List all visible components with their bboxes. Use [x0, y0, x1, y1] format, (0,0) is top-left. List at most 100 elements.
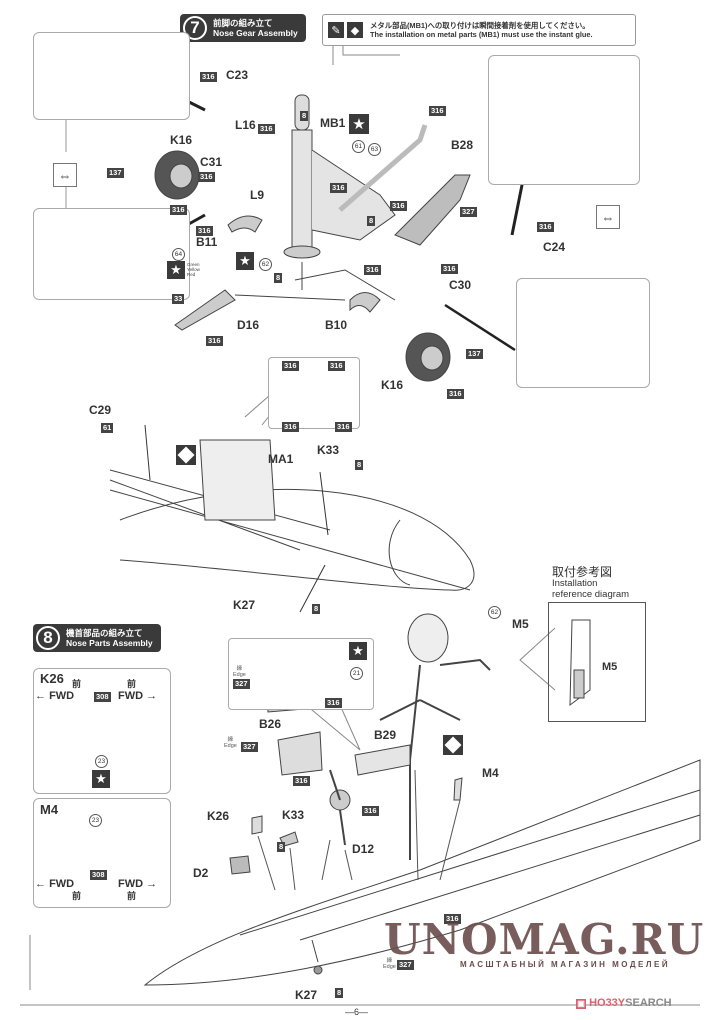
paint-code: 8 [367, 216, 376, 226]
reference-diagram-box [548, 602, 646, 722]
part-label-k33: K33 [317, 443, 340, 457]
part-label-c31: C31 [200, 155, 223, 169]
watermark-subtitle: МАСШТАБНЫЙ МАГАЗИН МОДЕЛЕЙ [460, 960, 671, 969]
legend-red: Red [187, 272, 196, 277]
reference-part-label: M5 [602, 661, 618, 673]
fwd-right-label: FWD → [118, 690, 158, 702]
paint-code: 8 [300, 111, 309, 121]
part-label-c29: C29 [89, 403, 112, 417]
edge-en: Edge [383, 964, 396, 970]
paint-code: 8 [335, 988, 344, 998]
paint-code: 316 [335, 422, 352, 432]
hobbysearch-logo: ▣ HO33YSEARCH [576, 997, 672, 1009]
star-decal-icon: ★ [349, 642, 367, 660]
part-label-k27: K27 [233, 598, 256, 612]
gear-view-panel-top-left [33, 32, 190, 120]
part-label-b28: B28 [451, 138, 474, 152]
paint-legend: Green Yellow Red [187, 262, 200, 277]
decal-number: 21 [350, 667, 363, 680]
paint-code: 8 [312, 604, 321, 614]
legend-green: Green [187, 262, 200, 267]
edge-jp: 縁 [227, 737, 234, 743]
hobby-text: HO33Y [589, 997, 626, 1009]
paint-code: 316 [325, 698, 342, 708]
part-label-k16: K16 [170, 133, 193, 147]
decal-number: 64 [172, 248, 185, 261]
jp-front-label: 前 [127, 679, 137, 689]
paint-code: 316 [390, 201, 407, 211]
edge-jp: 縁 [236, 666, 243, 672]
fwd-text: FWD [49, 878, 75, 890]
paint-code: 308 [94, 692, 111, 702]
fwd-right-label: FWD → [118, 878, 158, 890]
decal-number: 23 [95, 755, 108, 768]
paint-code: 137 [466, 349, 483, 359]
paint-code: 316 [330, 183, 347, 193]
page-number: —6— [345, 1007, 369, 1017]
paint-code: 33 [172, 294, 185, 304]
paint-code: 316 [206, 336, 223, 346]
paint-code: 316 [200, 72, 217, 82]
search-text: SEARCH [625, 997, 672, 1009]
step-7-badge: 7 前脚の組み立て Nose Gear Assembly [180, 14, 306, 42]
paint-code: 316 [258, 124, 275, 134]
glue-tube-icon: ✎ [328, 22, 344, 38]
diamond-icon [443, 735, 463, 755]
part-label-d16: D16 [237, 318, 260, 332]
paint-code: 316 [196, 226, 213, 236]
reference-title-en-2: reference diagram [552, 589, 630, 600]
star-decal-icon: ★ [236, 252, 254, 270]
edge-en: Edge [233, 672, 246, 678]
paint-code: 8 [277, 842, 286, 852]
paint-code: 327 [233, 679, 250, 689]
step-7-number: 7 [183, 16, 207, 40]
paint-code: 137 [107, 168, 124, 178]
jp-front-label: 前 [72, 679, 82, 689]
paint-code: 316 [444, 914, 461, 924]
diamond-icon [176, 445, 196, 465]
decal-number: 23 [89, 814, 102, 827]
paint-code: 316 [537, 222, 554, 232]
jp-front-label: 前 [127, 891, 137, 901]
gear-view-panel-bottom-right [516, 278, 650, 388]
step-8-title-jp: 機首部品の組み立て [66, 628, 143, 638]
part-label-d12: D12 [352, 842, 375, 856]
paint-code: 316 [364, 265, 381, 275]
k26-panel-label: K26 [40, 671, 64, 686]
decal-number: 62 [488, 606, 501, 619]
part-label-c23: C23 [226, 68, 249, 82]
edge-en: Edge [224, 743, 237, 749]
paint-code: 316 [170, 205, 187, 215]
part-label-k33: K33 [282, 808, 305, 822]
paint-code: 316 [441, 264, 458, 274]
swap-direction-icon: ⇔ [596, 205, 620, 229]
note-text-jp: メタル部品(MB1)への取り付けは瞬間接着剤を使用してください。 [370, 21, 590, 30]
swap-direction-icon: ⇔ [53, 163, 77, 187]
part-label-b10: B10 [325, 318, 348, 332]
part-label-b29: B29 [374, 728, 397, 742]
watermark-logo: UNOMAG.RU [384, 915, 705, 964]
part-label-b11: B11 [196, 235, 218, 249]
fwd-text: FWD [49, 690, 75, 702]
decal-number: 61 [352, 140, 365, 153]
step-8-number: 8 [36, 626, 60, 650]
legend-yellow: Yellow [187, 267, 200, 272]
jp-front-label: 前 [72, 891, 82, 901]
diamond-icon: ◆ [347, 22, 363, 38]
fwd-left-label: ← FWD [35, 878, 75, 890]
star-decal-icon: ★ [167, 261, 185, 279]
paint-code: 308 [90, 870, 107, 880]
part-label-l16: L16 [235, 118, 256, 132]
note-text-en: The installation on metal parts (MB1) mu… [370, 30, 593, 39]
paint-code: 327 [241, 742, 258, 752]
star-decal-icon: ★ [92, 770, 110, 788]
fwd-left-label: ← FWD [35, 690, 75, 702]
paint-code: 316 [282, 361, 299, 371]
star-decal-icon: ★ [349, 114, 369, 134]
paint-code: 316 [447, 389, 464, 399]
edge-jp: 縁 [386, 958, 393, 964]
paint-code: 327 [397, 960, 414, 970]
